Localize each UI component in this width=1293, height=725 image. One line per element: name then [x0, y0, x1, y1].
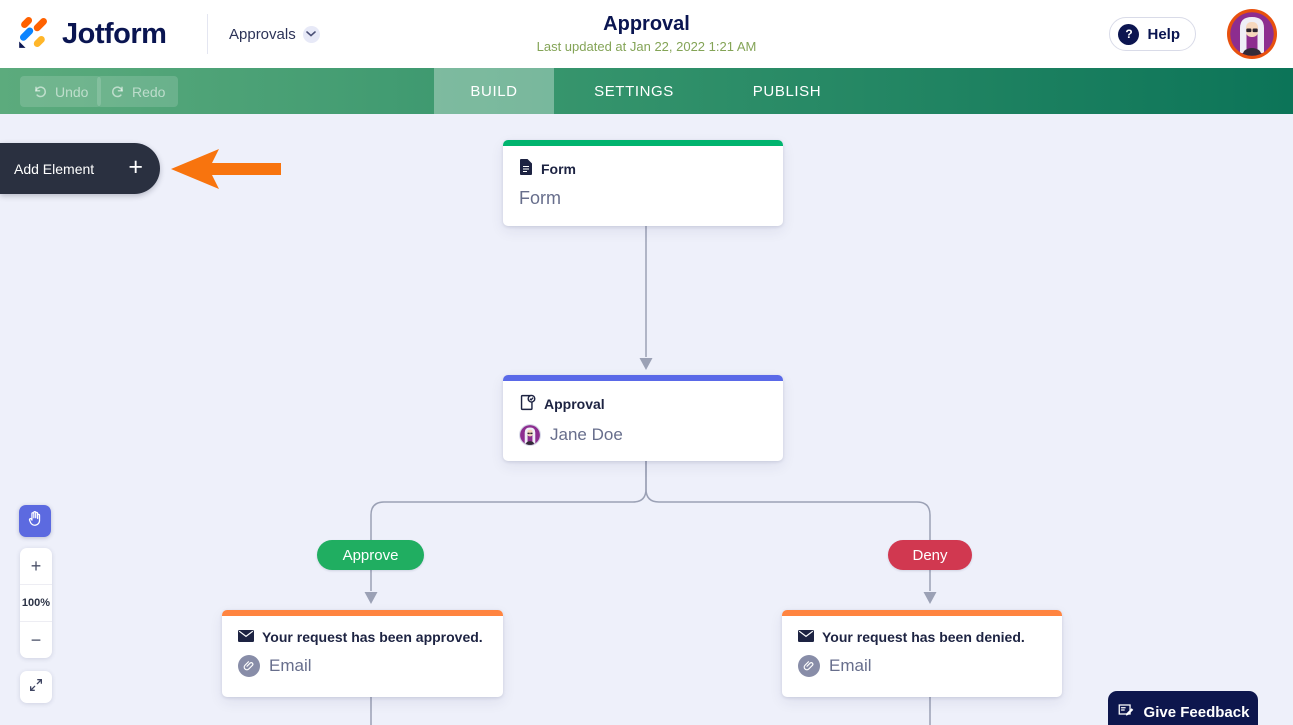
builder-toolbar: Undo Redo BUILD SETTINGS PUBLISH: [0, 68, 1293, 114]
add-element-label: Add Element: [14, 160, 95, 177]
question-mark-icon: ?: [1118, 23, 1140, 45]
zoom-out-button[interactable]: −: [30, 629, 42, 650]
zoom-in-button[interactable]: +: [30, 555, 42, 576]
approved-email-subject: Your request has been approved.: [262, 629, 483, 645]
approval-node[interactable]: Approval: [503, 375, 783, 461]
builder-tabs: BUILD SETTINGS PUBLISH: [434, 68, 860, 114]
page-title: Approval: [603, 13, 690, 35]
help-button-label: Help: [1147, 25, 1180, 43]
deny-branch-label: Deny: [912, 546, 948, 564]
approval-icon: [519, 394, 536, 414]
form-icon: [519, 159, 533, 178]
paperclip-icon: [798, 655, 820, 677]
form-node-type: Form: [541, 160, 576, 177]
paperclip-icon: [238, 655, 260, 677]
undo-button[interactable]: Undo: [20, 76, 102, 107]
hand-icon: [26, 509, 45, 533]
fit-to-screen-button[interactable]: [20, 671, 52, 703]
form-node-accent: [503, 140, 783, 146]
undo-label: Undo: [55, 83, 89, 100]
give-feedback-button[interactable]: Give Feedback: [1108, 691, 1258, 725]
form-node-title: Form: [519, 188, 561, 208]
jotform-wordmark: Jotform: [62, 17, 167, 50]
feedback-icon: [1117, 701, 1135, 723]
denied-email-accent: [782, 610, 1062, 616]
give-feedback-label: Give Feedback: [1143, 703, 1250, 721]
plus-icon: +: [128, 152, 143, 181]
header-divider: [207, 14, 208, 54]
add-element-button[interactable]: Add Element +: [0, 143, 160, 194]
jotform-logo-icon: [16, 14, 52, 55]
envelope-icon: [238, 629, 254, 645]
jotform-logo[interactable]: Jotform: [16, 0, 167, 68]
approved-email-node[interactable]: Your request has been approved. Email: [222, 610, 503, 697]
denied-email-subject: Your request has been denied.: [822, 629, 1025, 645]
last-updated-status: Last updated at Jan 22, 2022 1:21 AM: [536, 39, 757, 54]
chevron-down-icon: [302, 25, 320, 43]
workflow-canvas[interactable]: Add Element + Form Form: [0, 114, 1293, 725]
assignee-avatar: [519, 424, 541, 446]
denied-email-node[interactable]: Your request has been denied. Email: [782, 610, 1062, 697]
form-node[interactable]: Form Form: [503, 140, 783, 226]
app-header: Jotform Approvals Approval Last updated …: [0, 0, 1293, 68]
redo-label: Redo: [132, 83, 166, 100]
flow-connectors: [364, 226, 937, 725]
expand-icon: [28, 677, 44, 698]
tab-settings[interactable]: SETTINGS: [594, 82, 674, 100]
tab-build[interactable]: BUILD: [434, 68, 554, 114]
approval-node-assignee: Jane Doe: [550, 425, 623, 444]
approve-branch-label: Approve: [342, 546, 399, 564]
zoom-level: 100%: [20, 584, 52, 622]
product-switcher[interactable]: Approvals: [229, 0, 320, 68]
redo-button[interactable]: Redo: [97, 76, 179, 107]
denied-email-type: Email: [829, 656, 872, 675]
deny-branch-pill[interactable]: Deny: [888, 540, 972, 570]
envelope-icon: [798, 629, 814, 645]
approval-node-accent: [503, 375, 783, 381]
pan-tool-button[interactable]: [19, 505, 51, 537]
approved-email-accent: [222, 610, 503, 616]
help-button[interactable]: ? Help: [1109, 17, 1196, 51]
approve-branch-pill[interactable]: Approve: [317, 540, 424, 570]
product-switcher-label: Approvals: [229, 25, 296, 43]
tab-publish[interactable]: PUBLISH: [752, 82, 822, 100]
zoom-controls: + 100% −: [20, 548, 52, 658]
user-avatar[interactable]: [1227, 9, 1277, 59]
title-block: Approval Last updated at Jan 22, 2022 1:…: [0, 0, 1293, 54]
approved-email-type: Email: [269, 656, 312, 675]
approval-node-type: Approval: [544, 396, 605, 412]
